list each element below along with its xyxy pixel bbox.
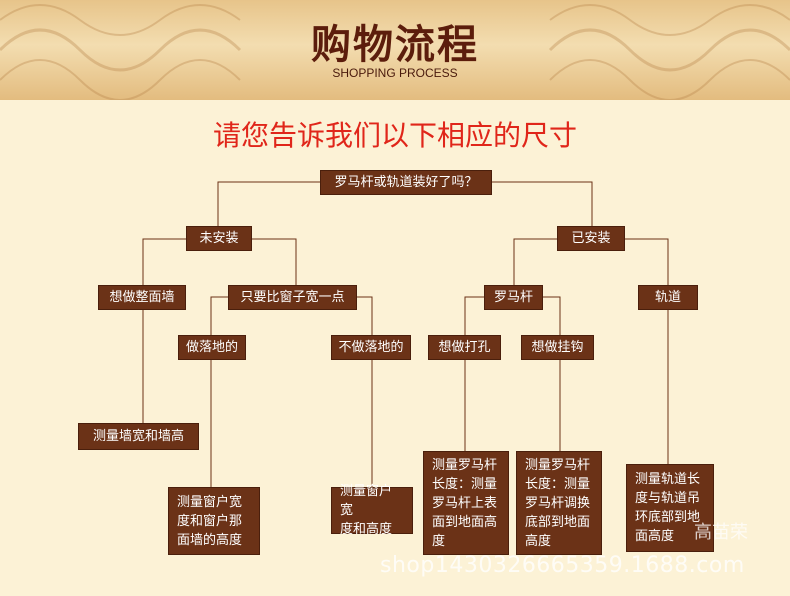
headline: 请您告诉我们以下相应的尺寸 <box>212 119 577 152</box>
connector-wider-left <box>210 296 228 335</box>
text-line: 测量窗户宽 <box>340 484 393 518</box>
node-whole-wall: 想做整面墙 <box>98 285 186 310</box>
text-line: 底部到地面 <box>525 514 591 530</box>
connector-installed-right <box>625 238 669 285</box>
text-line: 面墙的高度 <box>177 532 243 548</box>
text-line: 罗马杆上表 <box>432 495 498 511</box>
connector-not-installed-right <box>252 238 297 285</box>
node-installed: 已安装 <box>557 226 625 251</box>
text-line: 环底部到地 <box>635 510 701 525</box>
watermark-name: 高苗荣 <box>694 522 748 543</box>
text-line: 度与轨道吊 <box>635 491 701 506</box>
node-wider-window: 只要比窗子宽一点 <box>228 285 357 310</box>
connector-rod-right <box>543 296 561 335</box>
node-measure-rod-top: 测量罗马杆 长度：测量 罗马杆上表 面到地面高 度 <box>423 451 509 555</box>
text-line: 测量罗马杆 <box>525 457 591 473</box>
text-line: 罗马杆调换 <box>525 495 591 511</box>
banner-subtitle: SHOPPING PROCESS <box>332 66 458 80</box>
node-hook: 想做挂钩 <box>521 335 594 360</box>
node-floor-length: 做落地的 <box>178 335 246 360</box>
node-measure-track: 测量轨道长 度与轨道吊 环底部到地 面高度 <box>626 464 714 552</box>
text-line: 测量窗户宽 <box>177 494 243 510</box>
connector-installed-left <box>513 238 557 285</box>
node-track: 轨道 <box>638 285 698 310</box>
text-line: 度和窗户那 <box>177 513 243 529</box>
text-line: 测量轨道长 <box>635 472 701 487</box>
text-line: 面高度 <box>635 529 675 544</box>
connector-root-left <box>217 181 320 226</box>
node-not-installed: 未安装 <box>186 226 252 251</box>
node-measure-window: 测量窗户宽 度和高度 <box>331 484 413 537</box>
node-root: 罗马杆或轨道装好了吗？ <box>320 170 492 195</box>
ornament-right <box>548 4 790 100</box>
node-measure-window-wall: 测量窗户宽 度和窗户那 面墙的高度 <box>168 487 260 555</box>
text-line: 长度：测量 <box>432 476 498 492</box>
node-not-floor: 不做落地的 <box>331 335 411 360</box>
text-line: 测量罗马杆 <box>432 457 498 473</box>
banner-title: 购物流程 <box>311 22 479 68</box>
node-measure-rod-ring: 测量罗马杆 长度：测量 罗马杆调换 底部到地面 高度 <box>516 451 602 555</box>
connector-rod-left <box>464 296 484 335</box>
ornament-left <box>0 4 242 100</box>
text-line: 度和高度 <box>340 522 393 537</box>
node-measure-wall: 测量墙宽和墙高 <box>78 423 199 450</box>
text-line: 长度：测量 <box>525 476 591 492</box>
connector-wider-right <box>357 296 373 335</box>
node-roman-rod: 罗马杆 <box>484 285 543 310</box>
text-line: 面到地面高 <box>432 514 498 530</box>
connector-root-right <box>492 181 593 226</box>
text-line: 高度 <box>525 533 552 549</box>
text-line: 度 <box>432 533 446 549</box>
watermark-url: shop1430326665359.1688.com <box>380 553 745 578</box>
node-punch: 想做打孔 <box>428 335 501 360</box>
connector-not-installed-left <box>142 238 186 285</box>
header-banner: 购物流程 SHOPPING PROCESS <box>0 0 790 100</box>
